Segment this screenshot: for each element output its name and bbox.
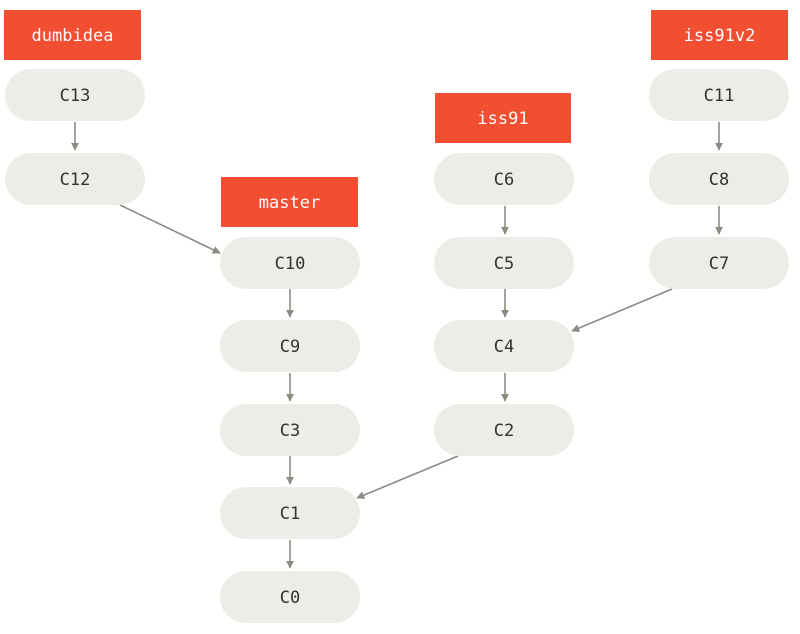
commit-label-c7: C7 [709,254,729,274]
commit-c6: C6 [434,153,574,205]
commit-c8: C8 [649,153,789,205]
commit-c0: C0 [220,571,360,623]
commit-c12: C12 [5,153,145,205]
commit-label-c2: C2 [494,421,514,441]
commit-c7: C7 [649,237,789,289]
commit-label-c8: C8 [709,170,729,190]
edges [71,122,723,569]
branch-master: master [221,177,358,227]
commit-label-c3: C3 [280,421,300,441]
edge-c7-c4 [571,288,673,332]
commit-c10: C10 [220,237,360,289]
commit-c9: C9 [220,320,360,372]
commit-label-c5: C5 [494,254,514,274]
edge-c2-c1 [356,455,459,499]
commit-c3: C3 [220,404,360,456]
commit-c2: C2 [434,404,574,456]
commit-label-c11: C11 [704,86,735,106]
commit-label-c9: C9 [280,337,300,357]
branch-iss91v2: iss91v2 [651,10,788,60]
commit-c13: C13 [5,69,145,121]
commit-label-c1: C1 [280,504,300,524]
edge-c12-c10 [119,204,221,254]
commit-label-c12: C12 [60,170,91,190]
commit-c1: C1 [220,487,360,539]
commit-c4: C4 [434,320,574,372]
commit-label-c13: C13 [60,86,91,106]
branch-dumbidea: dumbidea [4,10,141,60]
branch-label-iss91: iss91 [477,109,528,129]
commit-label-c6: C6 [494,170,514,190]
commit-c5: C5 [434,237,574,289]
branch-iss91: iss91 [435,93,571,143]
branch-label-dumbidea: dumbidea [32,26,114,46]
commit-label-c4: C4 [494,337,514,357]
branch-label-master: master [259,193,320,213]
commit-c11: C11 [649,69,789,121]
commit-label-c0: C0 [280,588,300,608]
commit-label-c10: C10 [275,254,306,274]
branch-label-iss91v2: iss91v2 [684,26,756,46]
